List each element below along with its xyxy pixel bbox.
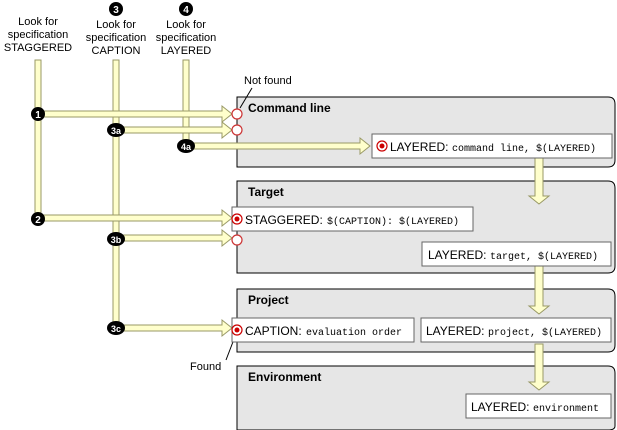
spec-env-layered: LAYERED: environment [465, 393, 612, 419]
header-caption-line1: Look for [96, 19, 136, 31]
badge-step-2 [31, 212, 45, 226]
badge-step-1 [31, 107, 45, 121]
badge-step-3a-label: 3a [111, 126, 122, 136]
badge-step-3a [107, 123, 125, 137]
spec-keyword: LAYERED: [426, 324, 484, 338]
panel-down-arrows [527, 157, 551, 391]
arrow-step-3a [118, 120, 233, 140]
badge-step-4a [177, 139, 195, 153]
spec-value: $(CAPTION): $(LAYERED) [327, 216, 459, 228]
spec-value: project, $(LAYERED) [488, 327, 602, 339]
header-layered-line1: Look for [166, 19, 206, 31]
down-arrow-3 [527, 343, 551, 391]
header-caption: 3 Look for specification CAPTION [86, 2, 147, 57]
stem-staggered [34, 59, 42, 221]
panel-title-project: Project [248, 293, 289, 307]
badge-3 [109, 2, 123, 16]
spec-keyword: LAYERED: [471, 400, 529, 414]
stem-caption [112, 59, 120, 329]
spec-cmd-layered: LAYERED: command line, $(LAYERED) [371, 133, 613, 159]
spec-keyword: STAGGERED: [245, 213, 323, 227]
found-marker-dot [379, 143, 385, 149]
spec-value: target, $(LAYERED) [490, 251, 598, 263]
search-arrows [40, 104, 371, 338]
arrow-step-3b [118, 228, 233, 248]
arrow-step-4a [188, 136, 371, 156]
spec-value: evaluation order [306, 327, 402, 339]
spec-tgt-layered: LAYERED: target, $(LAYERED) [421, 241, 612, 267]
down-arrow-2 [527, 265, 551, 315]
not-found-marker-icon [231, 124, 243, 136]
spec-prj-layered: LAYERED: project, $(LAYERED) [420, 317, 612, 343]
spec-value: environment [533, 403, 599, 415]
not-found-markers [231, 108, 243, 246]
spec-value: command line, $(LAYERED) [452, 143, 596, 155]
badge-4 [179, 2, 193, 16]
header-staggered-line1: Look for [18, 16, 58, 28]
header-caption-line3: CAPTION [92, 45, 141, 57]
search-stems [34, 59, 190, 329]
spec-keyword: LAYERED: [428, 248, 486, 262]
panel-title-command-line: Command line [248, 101, 331, 115]
down-arrow-1 [527, 157, 551, 205]
spec-keyword: LAYERED: [390, 140, 448, 154]
header-staggered-line3: STAGGERED [4, 42, 72, 54]
badge-3-label: 3 [113, 5, 119, 16]
header-layered: 4 Look for specification LAYERED [156, 2, 217, 57]
header-caption-line2: specification [86, 32, 147, 44]
header-layered-line3: LAYERED [161, 45, 212, 57]
header-staggered-line2: specification [8, 29, 69, 41]
badge-step-1-label: 1 [35, 110, 41, 121]
not-found-leader [239, 87, 253, 109]
header-staggered: Look for specification STAGGERED [4, 16, 72, 54]
header-layered-line2: specification [156, 32, 217, 44]
spec-prj-caption: CAPTION: evaluation order [231, 317, 415, 343]
badge-step-2-label: 2 [35, 215, 41, 226]
badge-step-4a-label: 4a [181, 142, 192, 152]
not-found-callout: Not found [244, 75, 292, 87]
arrow-step-2 [40, 208, 233, 228]
found-callout: Found [190, 361, 221, 373]
badge-step-3b [107, 232, 125, 246]
badge-4-label: 4 [183, 5, 189, 16]
not-found-marker-icon [231, 234, 243, 246]
badge-step-3b-label: 3b [111, 235, 122, 245]
spec-keyword: CAPTION: [245, 324, 302, 338]
not-found-marker-icon [231, 108, 243, 120]
step-badges: 1 2 3a 3b 3c 4a [31, 107, 195, 335]
panel-title-environment: Environment [248, 370, 321, 384]
arrow-step-3c [118, 318, 233, 338]
badge-step-3c [107, 321, 125, 335]
found-marker-dot [234, 327, 240, 333]
arrow-step-1 [40, 104, 233, 124]
panel-title-target: Target [248, 185, 284, 199]
found-marker-dot [234, 216, 240, 222]
spec-tgt-staggered: STAGGERED: $(CAPTION): $(LAYERED) [231, 206, 474, 232]
badge-step-3c-label: 3c [111, 324, 121, 334]
